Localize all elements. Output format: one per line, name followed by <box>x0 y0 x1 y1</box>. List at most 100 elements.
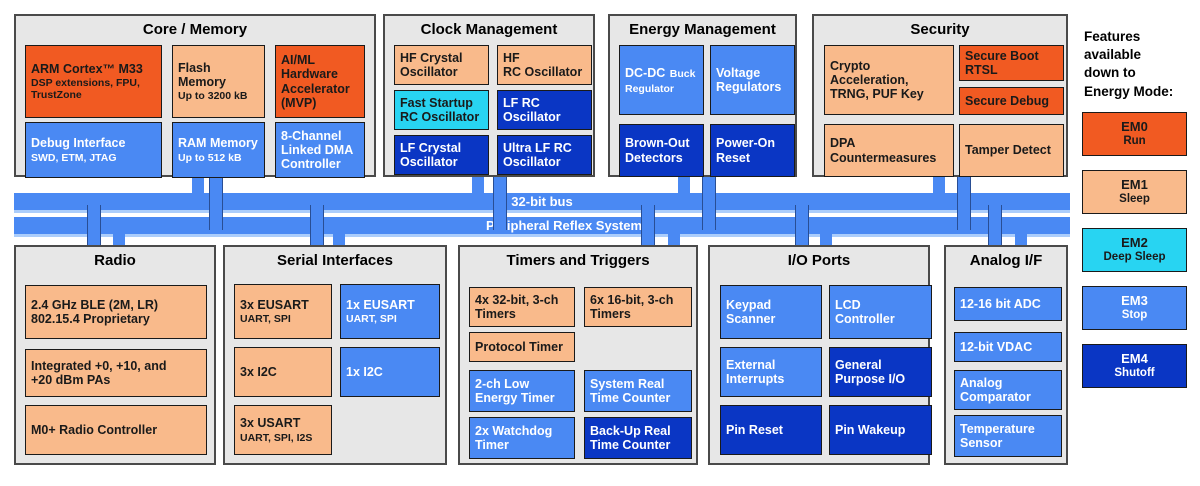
box-1x-eusart: 1x EUSART UART, SPI <box>340 284 440 339</box>
connector-security-short <box>933 177 945 197</box>
box-ram-memory-sublabel: Up to 512 kB <box>178 151 242 164</box>
block-core-memory: Core / Memory ARM Cortex™ M33 DSP extens… <box>14 14 376 178</box>
legend-em2: EM2 Deep Sleep <box>1082 228 1187 272</box>
box-gpio-label: General Purpose I/O <box>835 357 906 386</box>
box-brown-out-detectors-label: Brown-Out Detectors <box>625 136 690 165</box>
box-backup-rtc-label: Back-Up Real Time Counter <box>590 423 671 452</box>
box-secure-debug: Secure Debug <box>959 87 1064 115</box>
box-3x-usart-label: 3x USART <box>240 416 301 431</box>
legend-em3-mode: Stop <box>1121 308 1148 321</box>
box-hf-crystal-oscillator: HF Crystal Oscillator <box>394 45 489 85</box>
box-pin-reset: Pin Reset <box>720 405 822 455</box>
box-arm-cortex-m33-label: ARM Cortex™ M33 <box>31 61 143 76</box>
connector-io-long <box>795 205 809 245</box>
box-tamper-detect-label: Tamper Detect <box>965 143 1051 158</box>
block-security: Security Crypto Acceleration, TRNG, PUF … <box>812 14 1068 177</box>
box-4x-32bit-timers: 4x 32-bit, 3-ch Timers <box>469 287 575 327</box>
block-serial-interfaces: Serial Interfaces 3x EUSART UART, SPI 1x… <box>223 245 447 465</box>
connector-radio-long <box>87 205 101 245</box>
legend-em3: EM3 Stop <box>1082 286 1187 330</box>
box-4x-32bit-timers-label: 4x 32-bit, 3-ch Timers <box>475 292 559 321</box>
block-title-io-ports: I/O Ports <box>787 252 851 269</box>
box-debug-interface-label: Debug Interface <box>31 136 126 151</box>
box-dpa-countermeasures: DPA Countermeasures <box>824 124 954 177</box>
legend-em4-code: EM4 <box>1121 351 1148 367</box>
block-timers-triggers: Timers and Triggers 4x 32-bit, 3-ch Time… <box>458 245 698 465</box>
box-3x-usart-sublabel: UART, SPI, I2S <box>240 431 313 444</box>
block-title-serial-interfaces: Serial Interfaces <box>277 252 393 269</box>
legend-heading: Features available down to Energy Mode: <box>1084 29 1174 99</box>
box-dcdc-buck-regulator: DC-DC Buck Regulator <box>619 45 704 115</box>
block-title-radio: Radio <box>94 252 136 269</box>
box-analog-comparator-label: Analog Comparator <box>960 375 1031 404</box>
box-system-rtc: System Real Time Counter <box>584 370 692 412</box>
box-adc-label: 12-16 bit ADC <box>960 296 1041 311</box>
box-3x-eusart: 3x EUSART UART, SPI <box>234 284 332 339</box>
legend-em0-mode: Run <box>1123 134 1146 147</box>
connector-serial-long <box>310 205 324 245</box>
box-ai-ml-accelerator: AI/ML Hardware Accelerator (MVP) <box>275 45 365 118</box>
box-le-timer-label: 2-ch Low Energy Timer <box>475 376 555 405</box>
box-lf-rc-oscillator-label: LF RC Oscillator <box>503 95 561 124</box>
box-ultra-lf-rc-oscillator-label: Ultra LF RC Oscillator <box>503 140 572 169</box>
bus-prs-label: Peripheral Reflex System <box>485 218 643 233</box>
box-hf-rc-oscillator: HF RC Oscillator <box>497 45 592 85</box>
connector-core-short <box>192 177 204 197</box>
box-flash-memory-label: Flash Memory <box>178 60 226 89</box>
box-6x-16bit-timers-label: 6x 16-bit, 3-ch Timers <box>590 292 674 321</box>
box-m0-radio-controller: M0+ Radio Controller <box>25 405 207 455</box>
box-secure-debug-label: Secure Debug <box>965 93 1050 108</box>
box-debug-interface: Debug Interface SWD, ETM, JTAG <box>25 122 162 178</box>
box-gpio: General Purpose I/O <box>829 347 932 397</box>
box-power-on-reset-label: Power-On Reset <box>716 136 776 165</box>
box-ultra-lf-rc-oscillator: Ultra LF RC Oscillator <box>497 135 592 175</box>
legend-em4-mode: Shutoff <box>1114 366 1155 379</box>
box-dma-controller: 8-Channel Linked DMA Controller <box>275 122 365 178</box>
box-m0-radio-controller-label: M0+ Radio Controller <box>31 422 158 437</box>
box-arm-cortex-m33-sublabel: DSP extensions, FPU, TrustZone <box>31 77 140 102</box>
block-analog-if: Analog I/F 12-16 bit ADC 12-bit VDAC Ana… <box>944 245 1068 465</box>
box-watchdog-timer: 2x Watchdog Timer <box>469 417 575 459</box>
box-dpa-countermeasures-label: DPA Countermeasures <box>830 136 937 165</box>
connector-timers-short <box>668 230 680 245</box>
connector-timers-long <box>641 205 655 245</box>
box-ram-memory-label: RAM Memory <box>178 136 258 151</box>
box-le-timer: 2-ch Low Energy Timer <box>469 370 575 412</box>
box-fast-startup-rc-oscillator: Fast Startup RC Oscillator <box>394 90 489 130</box>
box-secure-boot-rtsl: Secure Boot RTSL <box>959 45 1064 81</box>
box-vdac-label: 12-bit VDAC <box>960 339 1033 354</box>
box-1x-eusart-sublabel: UART, SPI <box>346 313 397 326</box>
box-dma-controller-label: 8-Channel Linked DMA Controller <box>281 128 354 172</box>
box-lcd-controller: LCD Controller <box>829 285 932 339</box>
box-voltage-regulators-label: Voltage Regulators <box>716 65 782 94</box>
box-3x-usart: 3x USART UART, SPI, I2S <box>234 405 332 455</box>
bus-32bit-label: 32-bit bus <box>511 194 573 209</box>
box-1x-i2c: 1x I2C <box>340 347 440 397</box>
box-ram-memory: RAM Memory Up to 512 kB <box>172 122 265 178</box>
legend-em0-code: EM0 <box>1121 119 1148 135</box>
box-backup-rtc: Back-Up Real Time Counter <box>584 417 692 459</box>
legend-em2-mode: Deep Sleep <box>1103 250 1166 263</box>
box-protocol-timer: Protocol Timer <box>469 332 575 362</box>
box-tamper-detect: Tamper Detect <box>959 124 1064 177</box>
box-watchdog-timer-label: 2x Watchdog Timer <box>475 423 553 452</box>
legend-em1-code: EM1 <box>1121 177 1148 193</box>
box-3x-eusart-label: 3x EUSART <box>240 297 309 312</box>
box-ble-radio-label: 2.4 GHz BLE (2M, LR) 802.15.4 Proprietar… <box>31 297 159 326</box>
box-hf-crystal-oscillator-label: HF Crystal Oscillator <box>400 50 463 79</box>
box-integrated-pas: Integrated +0, +10, and +20 dBm PAs <box>25 349 207 397</box>
box-fast-startup-rc-oscillator-label: Fast Startup RC Oscillator <box>400 95 480 124</box>
connector-serial-short <box>333 230 345 245</box>
box-flash-memory-sublabel: Up to 3200 kB <box>178 90 248 103</box>
box-keypad-scanner-label: Keypad Scanner <box>726 297 776 326</box>
legend-em1-mode: Sleep <box>1119 192 1150 205</box>
block-title-energy-management: Energy Management <box>629 21 776 38</box>
box-1x-i2c-label: 1x I2C <box>346 364 383 379</box>
connector-clock-short <box>472 177 484 197</box>
box-lf-crystal-oscillator: LF Crystal Oscillator <box>394 135 489 175</box>
legend-em4: EM4 Shutoff <box>1082 344 1187 388</box>
box-power-on-reset: Power-On Reset <box>710 124 795 177</box>
box-external-interrupts-label: External Interrupts <box>726 357 785 386</box>
box-crypto-acceleration: Crypto Acceleration, TRNG, PUF Key <box>824 45 954 115</box>
